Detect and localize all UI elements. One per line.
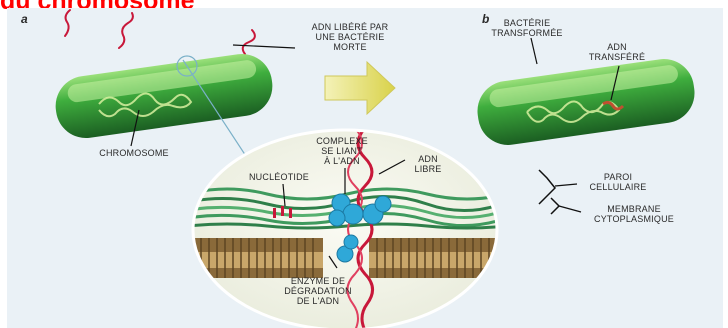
label-nucleotide: NUCLÉOTIDE: [239, 172, 319, 182]
label-free-dna-from-dead-bacterium: ADN LIBÉRÉ PAR UNE BACTÉRIE MORTE: [295, 22, 405, 52]
label-dna-degradation-enzyme: ENZYME DE DÉGRADATION DE L'ADN: [273, 276, 363, 306]
label-cytoplasmic-membrane: MEMBRANE CYTOPLASMIQUE: [579, 204, 689, 224]
bacterium-b: [474, 55, 699, 149]
label-free-dna: ADN LIBRE: [403, 154, 453, 174]
label-cell-wall: PAROI CELLULAIRE: [573, 172, 663, 192]
free-dna-fragment: [243, 30, 255, 54]
label-dna-binding-complex: COMPLEXE SE LIANT À L'ADN: [307, 136, 377, 166]
bacterium-a: [52, 50, 277, 142]
free-dna-fragment: [119, 13, 133, 48]
label-chromosome: CHROMOSOME: [79, 148, 189, 158]
panel-label-a: a: [21, 12, 28, 26]
label-transferred-dna: ADN TRANSFÉRÉ: [587, 42, 647, 62]
free-dna-fragment: [65, 10, 70, 36]
transformation-arrow: [325, 62, 395, 114]
label-transformed-bacterium: BACTÉRIE TRANSFORMÉE: [477, 18, 577, 38]
diagram-panel: a b ADN LIBÉRÉ PAR UNE BACTÉRIE MORTE CH…: [7, 8, 723, 328]
